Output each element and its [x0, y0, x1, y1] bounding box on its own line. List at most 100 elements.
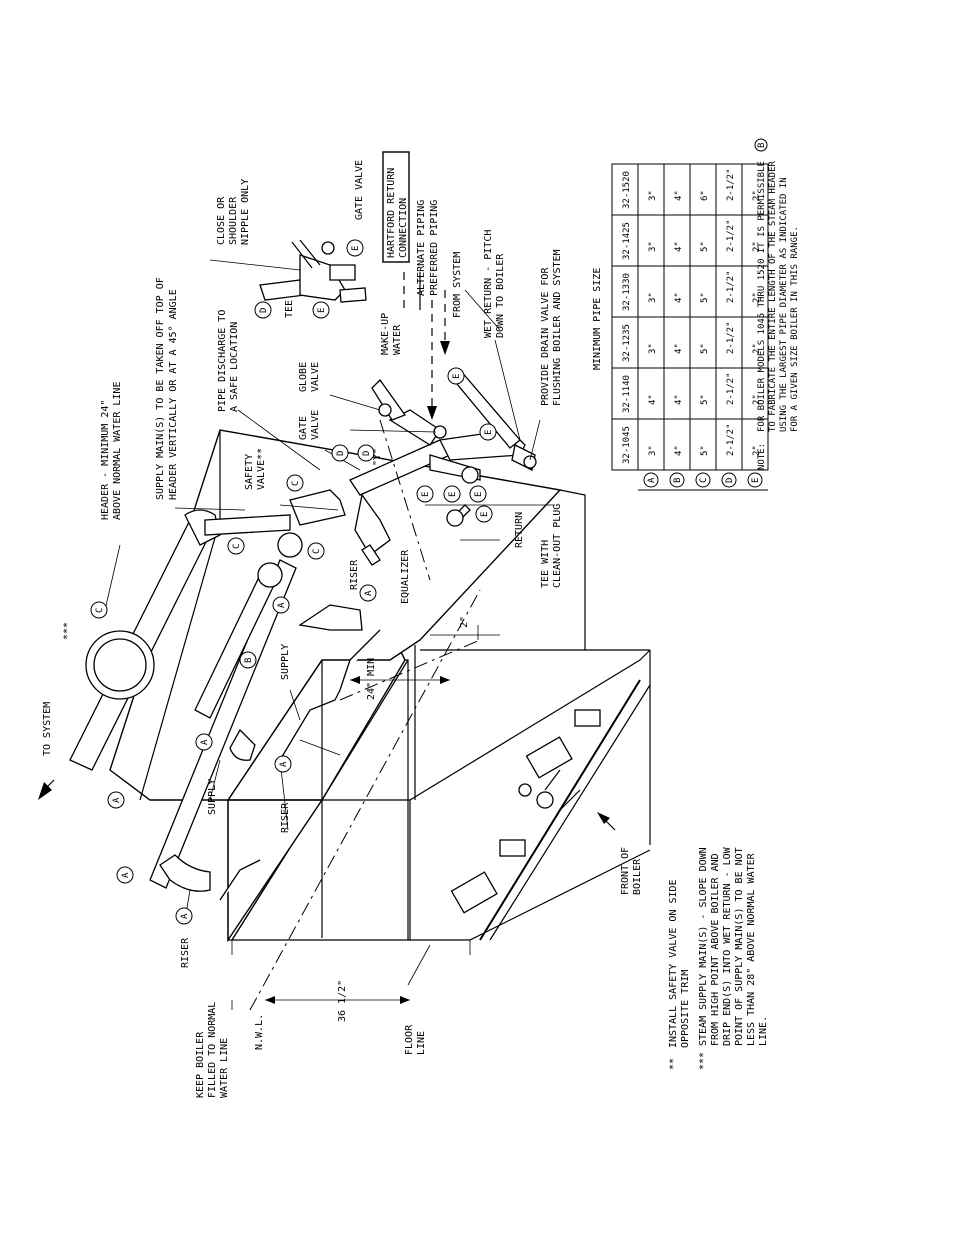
callout-hartford: HARTFORD RETURN CONNECTION	[386, 168, 409, 258]
wet-return-line-1: WET RETURN - PITCH	[483, 230, 494, 338]
pipe-ref-letter: C	[232, 544, 242, 549]
pipe-ref-circle	[312, 301, 330, 319]
table-row-key-circle	[643, 472, 659, 488]
pipe-ref-circle	[90, 601, 108, 619]
pipe-ref-letter: E	[317, 308, 327, 313]
gate-valve-line-2: VALVE	[310, 410, 321, 440]
callout-equalizer: EQUALIZER	[400, 549, 411, 604]
callout-riser-right: RISER	[349, 559, 360, 590]
table-cell: 5"	[700, 445, 710, 456]
riser-mid-label: RISER	[280, 802, 291, 833]
table-row-key-circle	[669, 472, 685, 488]
table-cell: 2-1/2"	[726, 321, 736, 354]
piping-legend-lines	[403, 272, 450, 420]
pipe-ref-letter: A	[364, 590, 374, 596]
table-cell: 2"	[752, 343, 762, 354]
callout-from-system: FROM SYSTEM	[452, 252, 463, 318]
callout-header-min: HEADER - MINIMUM 24" ABOVE NORMAL WATER …	[100, 382, 123, 520]
table-cell: 2"	[752, 241, 762, 252]
pipe-ref-letter: E	[484, 430, 494, 435]
table-column-header: 32-1425	[622, 222, 632, 260]
safety-valve-line-1: SAFETY	[244, 454, 255, 490]
callout-return: RETURN	[514, 512, 525, 548]
callout-riser-left: RISER	[180, 937, 191, 968]
pipe-ref-circle	[475, 505, 493, 523]
hartford-box	[382, 151, 410, 263]
front-boiler-line-2: BOILER	[632, 858, 643, 895]
preferred-piping-label: PREFERRED PIPING	[429, 200, 440, 296]
pipe-ref-letter: A	[180, 913, 190, 919]
note-2-line-1: STEAM SUPPLY MAIN(S) - SLOPE DOWN	[698, 847, 709, 1046]
pipe-ref-circle	[307, 542, 325, 560]
keep-boiler-line-2: FILLED TO NORMAL	[207, 1002, 218, 1098]
safety-valve-line-2: VALVE**	[256, 448, 267, 490]
keep-boiler-line-1: KEEP BOILER	[195, 1031, 206, 1098]
callout-min-24: 24" MIN	[366, 658, 377, 700]
pipe-ref-circle	[227, 537, 245, 555]
wet-return-line-2: DOWN TO BOILER	[495, 253, 506, 338]
table-cell: 5"	[700, 292, 710, 303]
to-system-label: TO SYSTEM	[42, 702, 53, 756]
two-in-label: 2"	[459, 616, 470, 628]
pipe-ref-circle	[346, 239, 364, 257]
min-24-label: 24" MIN	[366, 658, 377, 700]
note-2-line-2: FROM HIGH POINT ABOVE BOILER AND	[710, 853, 721, 1046]
pipe-ref-letter: E	[452, 374, 462, 379]
note-3-ref: B	[757, 143, 767, 148]
callout-gate-valve: GATE VALVE	[298, 410, 321, 440]
pipe-ref-circle	[116, 866, 134, 884]
table-cell: 4"	[674, 394, 684, 405]
table-row-key: A	[647, 477, 657, 483]
close-nipple-line-3: NIPPLE ONLY	[240, 179, 251, 245]
dim-36-label: 36 1/2"	[337, 980, 348, 1022]
table-cell: 2"	[752, 394, 762, 405]
gate-valve-line-1: GATE	[298, 416, 309, 440]
table-cell: 2"	[752, 445, 762, 456]
pipe-ref-circle	[239, 651, 257, 669]
callout-riser-mid: RISER	[280, 802, 291, 833]
note-2-line-6: LINE.	[758, 1016, 769, 1046]
pipe-ref-letter: D	[259, 308, 269, 313]
floor-line-2: LINE	[416, 1031, 427, 1055]
pipe-ref-circle	[357, 444, 375, 462]
table-column-header: 32-1235	[622, 324, 632, 362]
note-1-line-2: OPPOSITE TRIM	[680, 970, 691, 1048]
nwl-label: N.W.L.	[254, 1014, 265, 1050]
table-cell: 6"	[700, 190, 710, 201]
pipe-ref-letter: E	[421, 492, 431, 497]
from-system-label: FROM SYSTEM	[452, 252, 463, 318]
pipe-ref-circle	[272, 596, 290, 614]
supply-lower-label: SUPPLY	[207, 779, 218, 815]
return-label: RETURN	[514, 512, 525, 548]
table-cell: 3"	[648, 343, 658, 354]
note-3-line-4: FOR A GIVEN SIZE BOILER IN THIS RANGE.	[790, 226, 800, 432]
table-cell: 4"	[648, 394, 658, 405]
pipe-ref-letter: C	[95, 608, 105, 613]
note-3-line-3: USING THE LARGEST PIPE DIAMETER AS INDIC…	[779, 177, 789, 432]
callout-nwl: N.W.L.	[254, 1014, 265, 1050]
gate-valve-top-label: GATE VALVE	[354, 160, 365, 220]
table-cell: 3"	[648, 292, 658, 303]
callout-safety-valve: SAFETY VALVE**	[244, 448, 267, 490]
pipe-ref-circle	[416, 485, 434, 503]
table-cell: 2-1/2"	[726, 219, 736, 252]
note-2-line-3: DRIP END(S) INTO WET RETURN - LOW	[722, 846, 733, 1046]
callout-drain-valve: PROVIDE DRAIN VALVE FOR FLUSHING BOILER …	[540, 249, 563, 406]
callout-keep-boiler: KEEP BOILER FILLED TO NORMAL WATER LINE	[195, 1002, 230, 1098]
table-cell: 5"	[700, 343, 710, 354]
pipe-ref-circle	[107, 791, 125, 809]
table-cell: 2"	[752, 190, 762, 201]
floor-line-1: FLOOR	[404, 1024, 415, 1055]
header-min-line-1: HEADER - MINIMUM 24"	[100, 400, 111, 520]
callout-pipe-discharge: PIPE DISCHARGE TO A SAFE LOCATION	[217, 310, 240, 412]
pipe-size-table-title: MINIMUM PIPE SIZE	[592, 268, 603, 370]
note-1-line-1: INSTALL SAFETY VALVE ON SIDE	[668, 879, 679, 1048]
pipe-ref-circle	[254, 301, 272, 319]
supply-mains-line-1: SUPPLY MAIN(S) TO BE TAKEN OFF TOP OF	[155, 277, 166, 500]
callout-close-nipple: CLOSE OR SHOULDER NIPPLE ONLY	[216, 179, 251, 245]
pipe-ref-letter: A	[121, 872, 131, 878]
pipe-discharge-line-2: A SAFE LOCATION	[229, 322, 240, 412]
drain-valve-line-1: PROVIDE DRAIN VALVE FOR	[540, 267, 551, 406]
hartford-line-2: CONNECTION	[398, 198, 409, 258]
